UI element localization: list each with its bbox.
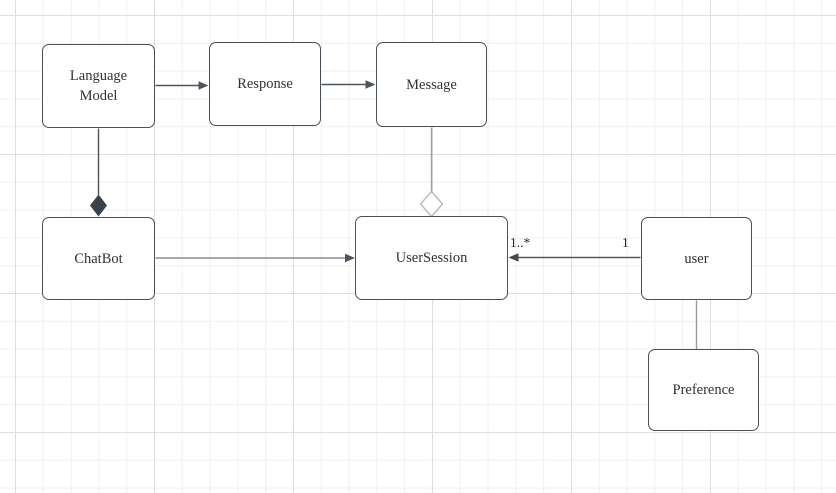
arrowhead-icon: [365, 80, 376, 89]
node-message[interactable]: Message: [376, 42, 487, 127]
edge-language-model-chatbot[interactable]: [90, 128, 107, 217]
edge-user-usersession[interactable]: [508, 253, 641, 262]
node-usersession[interactable]: UserSession: [355, 216, 508, 300]
node-user[interactable]: user: [641, 217, 752, 300]
node-chatbot[interactable]: ChatBot: [42, 217, 155, 300]
node-response[interactable]: Response: [209, 42, 321, 126]
arrowhead-icon: [345, 253, 355, 263]
filled-diamond-icon: [90, 194, 107, 217]
edge-language-model-response[interactable]: [155, 81, 209, 90]
edge-chatbot-usersession[interactable]: [155, 253, 356, 263]
node-preference[interactable]: Preference: [648, 349, 759, 431]
arrowhead-icon: [198, 81, 209, 90]
open-diamond-icon: [419, 190, 444, 218]
edge-response-message[interactable]: [321, 80, 376, 89]
multiplicity-label-user-end[interactable]: 1: [622, 235, 629, 250]
arrowhead-icon: [508, 253, 519, 262]
edge-message-usersession[interactable]: [419, 127, 444, 218]
node-language-model[interactable]: Language Model: [42, 44, 155, 128]
multiplicity-label-usersession-end[interactable]: 1..*: [510, 235, 531, 250]
